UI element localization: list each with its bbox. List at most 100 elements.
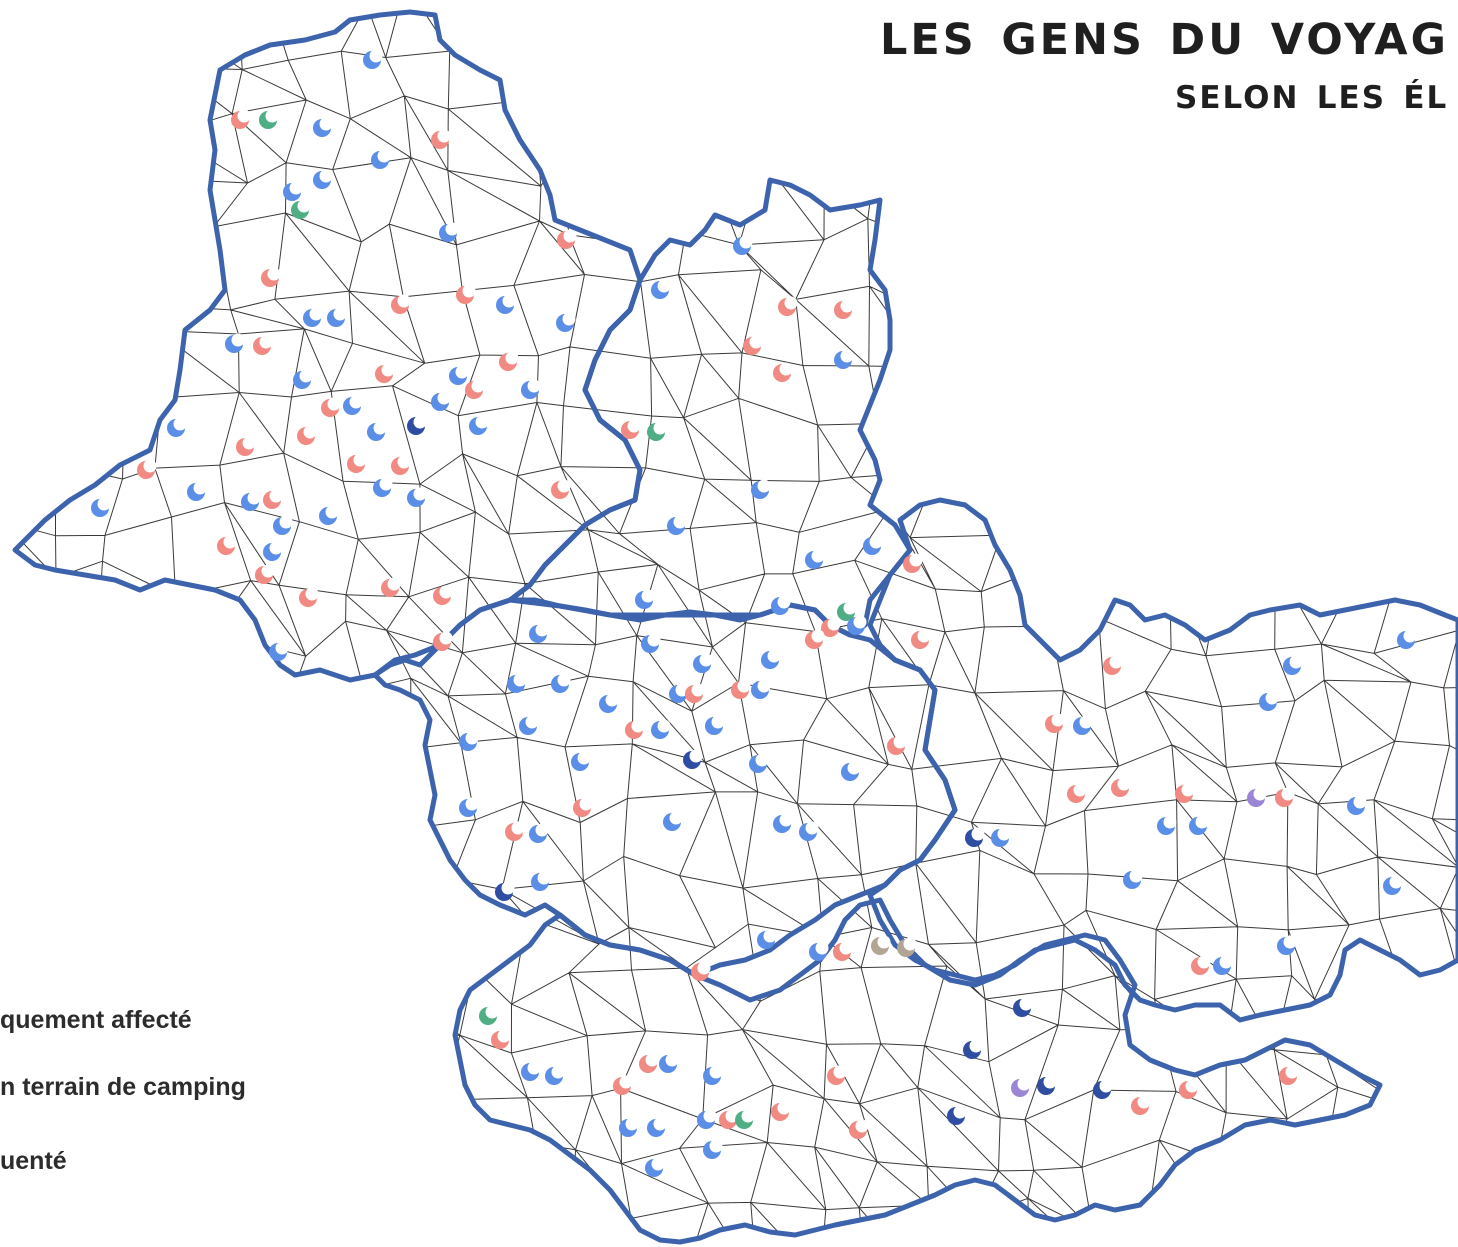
red-marker [433, 631, 453, 651]
blue-marker [659, 1053, 679, 1073]
blue-marker [645, 1157, 665, 1177]
blue-marker [1397, 629, 1417, 649]
red-marker [573, 797, 593, 817]
red-marker [347, 453, 367, 473]
blue-marker [697, 1109, 717, 1129]
red-marker [433, 585, 453, 605]
red-marker [1179, 1079, 1199, 1099]
red-marker [849, 1119, 869, 1139]
blue-marker [373, 477, 393, 497]
red-marker [499, 351, 519, 371]
blue-marker [293, 369, 313, 389]
blue-marker [1189, 815, 1209, 835]
blue-marker [1157, 815, 1177, 835]
red-marker [833, 941, 853, 961]
blue-marker [319, 505, 339, 525]
blue-marker [771, 595, 791, 615]
navy-marker [495, 881, 515, 901]
red-marker [557, 229, 577, 249]
blue-marker [809, 941, 829, 961]
green-marker [837, 601, 857, 621]
blue-marker [773, 813, 793, 833]
red-marker [391, 294, 411, 314]
green-marker [291, 199, 311, 219]
blue-marker [529, 823, 549, 843]
red-marker [1067, 783, 1087, 803]
red-marker [1111, 777, 1131, 797]
blue-marker [571, 751, 591, 771]
blue-marker [847, 615, 867, 635]
blue-marker [805, 549, 825, 569]
blue-marker [751, 479, 771, 499]
red-marker [834, 299, 854, 319]
blue-marker [1383, 875, 1403, 895]
green-marker [647, 421, 667, 441]
red-marker [456, 284, 476, 304]
blue-marker [749, 753, 769, 773]
blue-marker [651, 279, 671, 299]
red-marker [903, 553, 923, 573]
red-marker [551, 479, 571, 499]
blue-marker [449, 365, 469, 385]
red-marker [731, 679, 751, 699]
blue-marker [647, 1117, 667, 1137]
red-marker [505, 821, 525, 841]
blue-marker [863, 535, 883, 555]
red-marker [1275, 787, 1295, 807]
red-marker [771, 1101, 791, 1121]
red-marker [1191, 955, 1211, 975]
navy-marker [1013, 997, 1033, 1017]
blue-marker [469, 415, 489, 435]
red-marker [887, 735, 907, 755]
blue-marker [371, 149, 391, 169]
blue-marker [531, 871, 551, 891]
blue-marker [693, 653, 713, 673]
red-marker [381, 577, 401, 597]
map-title: les gens du voyag [880, 0, 1449, 69]
red-marker [691, 961, 711, 981]
blue-marker [313, 117, 333, 137]
blue-marker [521, 1061, 541, 1081]
red-marker [1045, 713, 1065, 733]
red-marker [621, 419, 641, 439]
department-border [867, 497, 1458, 1023]
blue-marker [799, 821, 819, 841]
red-marker [1175, 783, 1195, 803]
red-marker [773, 362, 793, 382]
blue-marker [705, 715, 725, 735]
blue-marker [1347, 795, 1367, 815]
blue-marker [834, 349, 854, 369]
red-marker [743, 335, 763, 355]
legend-item: quement affecté [0, 1006, 192, 1034]
red-marker [1103, 655, 1123, 675]
red-marker [231, 109, 251, 129]
navy-marker [965, 827, 985, 847]
navy-marker [947, 1105, 967, 1125]
red-marker [255, 564, 275, 584]
blue-marker [761, 649, 781, 669]
red-marker [639, 1053, 659, 1073]
blue-marker [269, 641, 289, 661]
blue-marker [367, 421, 387, 441]
blue-marker [439, 222, 459, 242]
blue-marker [496, 294, 516, 314]
blue-marker [599, 693, 619, 713]
blue-marker [407, 487, 427, 507]
blue-marker [283, 181, 303, 201]
red-marker [1131, 1095, 1151, 1115]
navy-marker [407, 415, 427, 435]
blue-marker [991, 827, 1011, 847]
blue-marker [545, 1065, 565, 1085]
blue-marker [663, 811, 683, 831]
red-marker [137, 459, 157, 479]
blue-marker [751, 679, 771, 699]
tan-marker [871, 935, 891, 955]
blue-marker [556, 312, 576, 332]
purple-marker [1011, 1077, 1031, 1097]
red-marker [685, 683, 705, 703]
blue-marker [241, 491, 261, 511]
blue-marker [521, 379, 541, 399]
blue-marker [313, 169, 333, 189]
red-marker [465, 379, 485, 399]
